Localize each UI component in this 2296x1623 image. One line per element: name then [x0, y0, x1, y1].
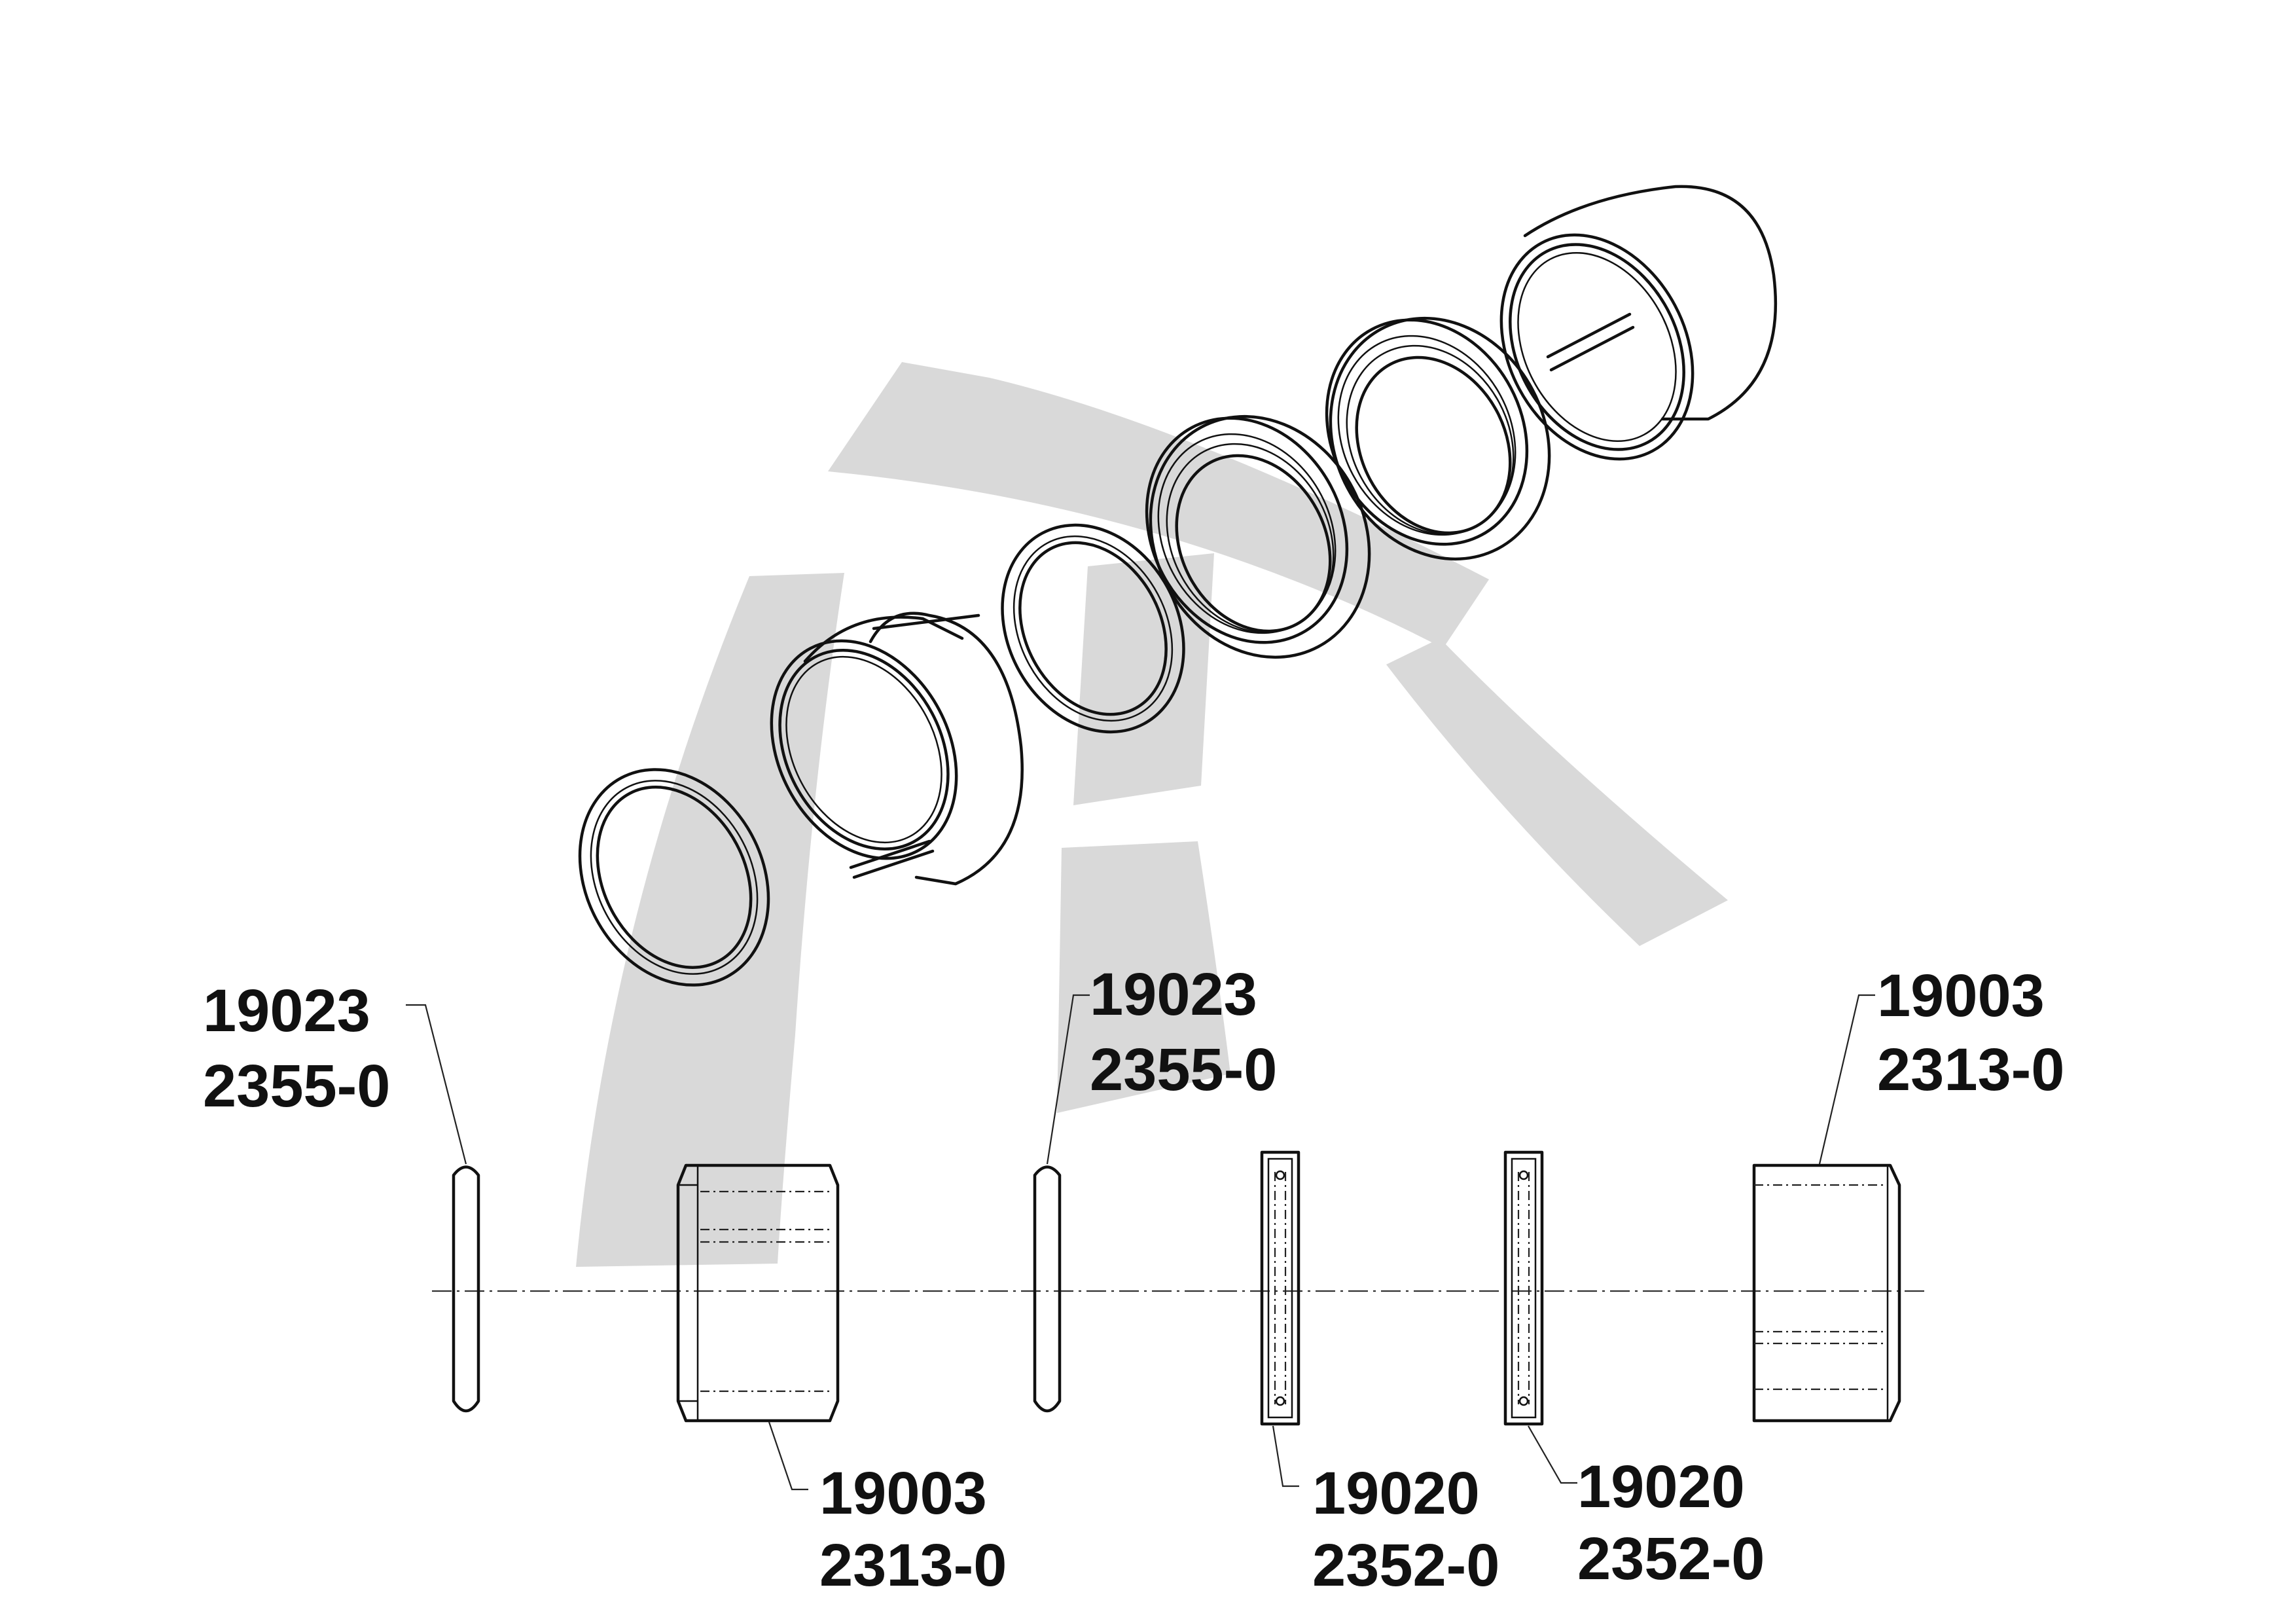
- callout-seal-right-line1: 19020: [1577, 1453, 1745, 1520]
- callout-seal-left-line2: 2352-0: [1312, 1532, 1499, 1599]
- side-seal-left: [1260, 1150, 1300, 1426]
- iso-seal-left: [1145, 414, 1371, 659]
- side-ring-middle: [1033, 1165, 1062, 1413]
- side-ring-left: [452, 1165, 480, 1413]
- side-bushing-left: [676, 1163, 840, 1423]
- callout-bushing-right-line1: 19003: [1877, 962, 2045, 1029]
- callout-ring-left-line2: 2355-0: [203, 1053, 390, 1120]
- callout-bushing-left-line2: 2313-0: [819, 1532, 1007, 1599]
- iso-bushing-right: [1499, 185, 1778, 461]
- callout-seal-left-line1: 19020: [1312, 1460, 1480, 1527]
- callout-ring-middle-line1: 19023: [1090, 961, 1257, 1028]
- side-seal-right: [1503, 1150, 1544, 1426]
- callout-bushing-right-line2: 2313-0: [1877, 1036, 2064, 1103]
- side-bushing-right: [1752, 1163, 1901, 1423]
- iso-ring-left: [578, 768, 770, 987]
- callout-seal-right-line2: 2352-0: [1577, 1525, 1765, 1592]
- iso-bushing-left: [770, 611, 1024, 886]
- callout-ring-middle-line2: 2355-0: [1090, 1036, 1277, 1103]
- side-view: [432, 1150, 1924, 1426]
- watermark-logo: [576, 362, 1728, 1267]
- callout-bushing-left-line1: 19003: [819, 1460, 987, 1527]
- exploded-view: [578, 185, 1778, 987]
- callout-ring-left-line1: 19023: [203, 977, 370, 1044]
- callouts: 19023 2355-0 19003 2313-0 19023 2355-0 1…: [203, 961, 2064, 1599]
- leader-lines: [406, 994, 1875, 1491]
- iso-seal-right: [1325, 316, 1551, 561]
